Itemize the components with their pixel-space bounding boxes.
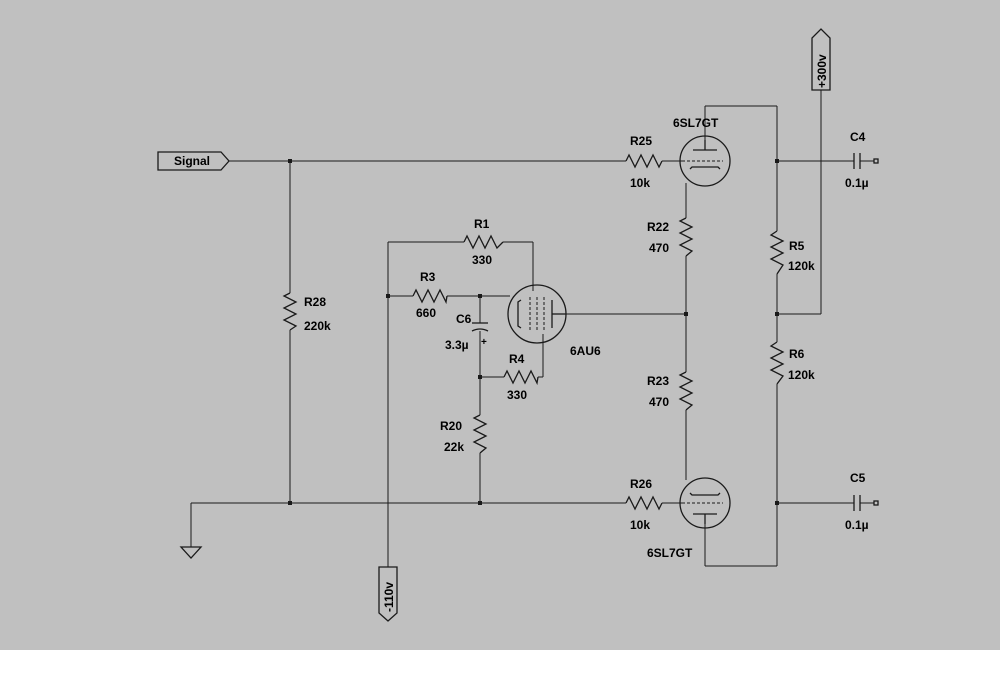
capacitor-c6[interactable]: + C6 3.3µ bbox=[445, 312, 489, 352]
junction-dot bbox=[386, 294, 390, 298]
signal-port[interactable]: Signal bbox=[157, 151, 230, 171]
r6-ref: R6 bbox=[789, 347, 805, 361]
r5-value: 120k bbox=[788, 259, 815, 273]
c4-ref: C4 bbox=[850, 130, 866, 144]
junction-dot bbox=[775, 501, 779, 505]
r28-ref: R28 bbox=[304, 295, 326, 309]
r25-ref: R25 bbox=[630, 134, 652, 148]
resistor-r3[interactable]: R3 660 bbox=[412, 270, 448, 320]
r3-value: 660 bbox=[416, 306, 436, 320]
capacitor-c4[interactable]: C4 0.1µ bbox=[845, 130, 879, 190]
resistor-r4[interactable]: R4 330 bbox=[503, 352, 539, 402]
minus-110v-port-label: -110v bbox=[382, 582, 396, 612]
resistor-r1[interactable]: R1 330 bbox=[463, 217, 504, 267]
resistor-r5[interactable]: R5 120k bbox=[769, 230, 815, 275]
ground-symbol[interactable] bbox=[179, 546, 203, 559]
junction-dot bbox=[478, 501, 482, 505]
r22-value: 470 bbox=[649, 241, 669, 255]
c5-terminal bbox=[873, 500, 879, 506]
junction-dot bbox=[775, 312, 779, 316]
junction-dot bbox=[288, 159, 292, 163]
c5-value: 0.1µ bbox=[845, 518, 869, 532]
tube-6sl7gt-top[interactable]: 6SL7GT bbox=[673, 116, 731, 187]
c6-ref: C6 bbox=[456, 312, 472, 326]
r3-ref: R3 bbox=[420, 270, 436, 284]
junction-dot bbox=[684, 312, 688, 316]
schematic-canvas-background bbox=[0, 0, 1000, 650]
plus-300v-port[interactable]: +300v bbox=[811, 28, 831, 91]
r20-ref: R20 bbox=[440, 419, 462, 433]
resistor-r23[interactable]: R23 470 bbox=[647, 371, 694, 411]
wires bbox=[190, 90, 874, 567]
c6-value: 3.3µ bbox=[445, 338, 469, 352]
signal-port-label: Signal bbox=[174, 154, 210, 168]
r28-value: 220k bbox=[304, 319, 331, 333]
resistor-r20[interactable]: R20 22k bbox=[440, 414, 488, 454]
r1-ref: R1 bbox=[474, 217, 490, 231]
junction-dot bbox=[775, 159, 779, 163]
r25-value: 10k bbox=[630, 176, 650, 190]
resistor-r26[interactable]: R26 10k bbox=[625, 477, 663, 532]
capacitor-c5[interactable]: C5 0.1µ bbox=[845, 471, 879, 532]
r22-ref: R22 bbox=[647, 220, 669, 234]
resistor-r28[interactable]: R28 220k bbox=[282, 292, 331, 333]
tube-top-model: 6SL7GT bbox=[673, 116, 719, 130]
junctions bbox=[288, 159, 779, 505]
r4-value: 330 bbox=[507, 388, 527, 402]
r20-value: 22k bbox=[444, 440, 464, 454]
r4-ref: R4 bbox=[509, 352, 525, 366]
r26-ref: R26 bbox=[630, 477, 652, 491]
junction-dot bbox=[478, 294, 482, 298]
resistor-r25[interactable]: R25 10k bbox=[625, 134, 663, 190]
r6-value: 120k bbox=[788, 368, 815, 382]
tube-bottom-model: 6SL7GT bbox=[647, 546, 693, 560]
c5-ref: C5 bbox=[850, 471, 866, 485]
r26-value: 10k bbox=[630, 518, 650, 532]
junction-dot bbox=[478, 375, 482, 379]
minus-110v-port[interactable]: -110v bbox=[378, 566, 398, 622]
r5-ref: R5 bbox=[789, 239, 805, 253]
c6-polarity: + bbox=[481, 337, 487, 348]
resistor-r22[interactable]: R22 470 bbox=[647, 217, 694, 257]
c4-value: 0.1µ bbox=[845, 176, 869, 190]
tube-6au6-model: 6AU6 bbox=[570, 344, 601, 358]
r1-value: 330 bbox=[472, 253, 492, 267]
r23-value: 470 bbox=[649, 395, 669, 409]
tube-6sl7gt-bottom[interactable]: 6SL7GT bbox=[647, 477, 731, 560]
schematic-canvas[interactable]: Signal +300v -110v R25 10k R26 10k R1 33… bbox=[0, 0, 1000, 650]
junction-dot bbox=[288, 501, 292, 505]
resistor-r6[interactable]: R6 120k bbox=[769, 341, 815, 385]
r23-ref: R23 bbox=[647, 374, 669, 388]
plus-300v-port-label: +300v bbox=[815, 54, 829, 88]
c4-terminal bbox=[873, 158, 879, 164]
tube-6au6[interactable]: 6AU6 bbox=[507, 284, 601, 358]
